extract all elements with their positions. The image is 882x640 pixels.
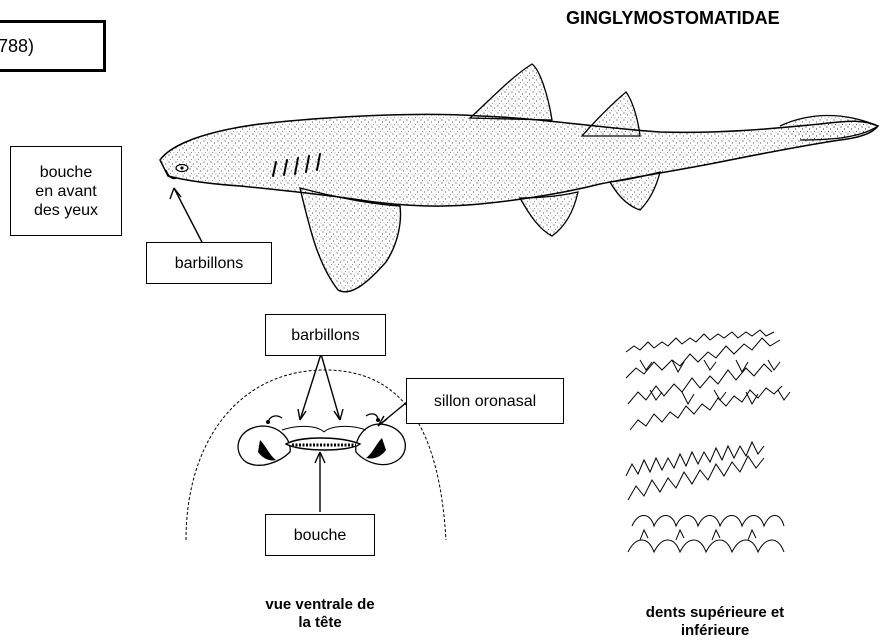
- upper-teeth-row: [626, 330, 790, 430]
- shark-body: [160, 114, 878, 206]
- illustration-canvas: [0, 0, 882, 625]
- label-mouth-ventral-text: bouche: [294, 526, 347, 545]
- caption-teeth-text: dents supérieure et inférieure: [646, 604, 784, 639]
- label-mouth-front: bouche en avant des yeux: [10, 146, 122, 236]
- arrow-barbels-side: [170, 188, 205, 248]
- caption-ventral-view-text: vue ventrale de la tête: [265, 596, 374, 631]
- label-mouth-front-text: bouche en avant des yeux: [34, 163, 98, 220]
- pelvic-fin: [520, 192, 578, 236]
- lower-teeth-row: [626, 442, 784, 552]
- species-code-label: 788): [0, 36, 34, 57]
- family-title: GINGLYMOSTOMATIDAE: [566, 8, 780, 29]
- caption-teeth: dents supérieure et inférieure: [610, 586, 820, 640]
- label-mouth-ventral: bouche: [265, 514, 375, 556]
- teeth-illustration: [626, 330, 790, 552]
- caption-ventral-view: vue ventrale de la tête: [230, 578, 410, 632]
- label-barbels-side: barbillons: [146, 242, 272, 284]
- label-barbels-ventral: barbillons: [265, 314, 386, 356]
- label-oronasal-groove-text: sillon oronasal: [434, 392, 536, 411]
- label-barbels-ventral-text: barbillons: [291, 326, 359, 345]
- first-dorsal-fin: [470, 64, 552, 120]
- label-oronasal-groove: sillon oronasal: [406, 378, 564, 424]
- label-barbels-side-text: barbillons: [175, 254, 243, 273]
- species-code-box: 788): [0, 20, 106, 72]
